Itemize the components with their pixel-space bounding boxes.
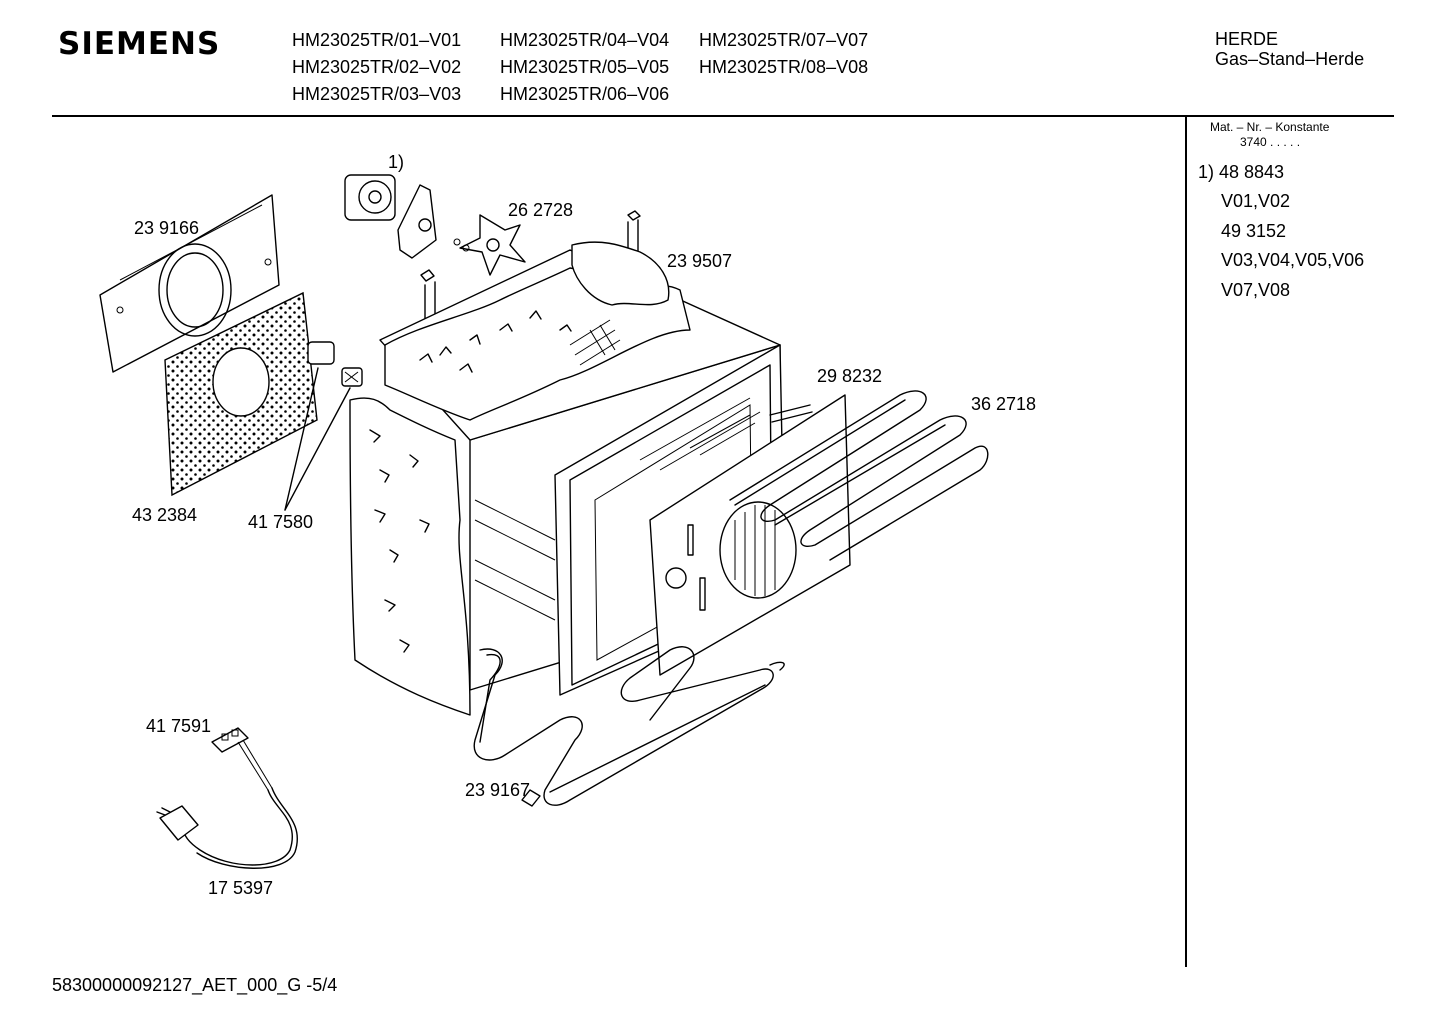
oven-lamp	[284, 341, 363, 511]
sidebar-item: V01,V02	[1221, 191, 1291, 211]
sidebar-item: 49 3152	[1221, 221, 1287, 241]
brand-logo: SIEMENS	[58, 26, 221, 62]
part-label: 23 9166	[134, 218, 200, 238]
header-divider	[52, 115, 1394, 117]
part-label: 43 2384	[132, 505, 198, 525]
sidebar-item: V03,V04,V05,V06	[1221, 250, 1365, 270]
model-number: HM23025TR/04–V04	[500, 30, 670, 50]
fan-motor	[344, 174, 437, 259]
model-number: HM23025TR/07–V07	[699, 30, 869, 50]
part-label: 41 7591	[146, 716, 212, 736]
terminal-block	[211, 727, 273, 791]
insulation-mat	[164, 291, 318, 497]
fan-wheel	[453, 214, 526, 276]
sidebar-item: 1) 48 8843	[1198, 162, 1285, 182]
model-number: HM23025TR/03–V03	[292, 84, 462, 104]
sidebar-divider	[1185, 115, 1187, 967]
rear-plate	[99, 194, 280, 373]
model-number: HM23025TR/02–V02	[292, 57, 462, 77]
model-number: HM23025TR/06–V06	[500, 84, 670, 104]
power-cord	[156, 787, 298, 869]
part-label: 26 2728	[508, 200, 574, 220]
model-number: HM23025TR/08–V08	[699, 57, 869, 77]
model-number: HM23025TR/01–V01	[292, 30, 462, 50]
sidebar-item: V07,V08	[1221, 280, 1291, 300]
part-label: 23 9167	[465, 780, 531, 800]
category-title: HERDE	[1215, 29, 1279, 49]
part-label: 23 9507	[667, 251, 733, 271]
bottom-heating-element	[473, 646, 785, 807]
part-label: 17 5397	[208, 878, 274, 898]
top-heating-element	[729, 390, 989, 561]
model-number: HM23025TR/05–V05	[500, 57, 670, 77]
sidebar-heading: Mat. – Nr. – Konstante	[1210, 120, 1330, 134]
part-note: 1)	[388, 152, 405, 172]
sidebar-constant: 3740 . . . . .	[1240, 135, 1301, 149]
part-label: 41 7580	[248, 512, 314, 532]
part-label: 36 2718	[971, 394, 1037, 414]
category-subtitle: Gas–Stand–Herde	[1215, 49, 1365, 69]
document-code: 58300000092127_AET_000_G -5/4	[52, 975, 338, 995]
part-label: 29 8232	[817, 366, 883, 386]
